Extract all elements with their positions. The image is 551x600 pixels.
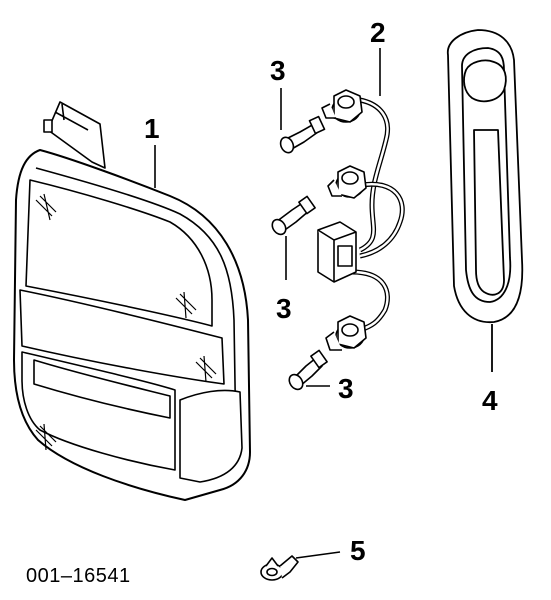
callout-3-bulb-top: 3 [270,55,286,86]
callout-labels: 1 2 3 3 3 4 5 [144,17,498,566]
callout-5-push-clip: 5 [350,535,366,566]
callout-4-lamp-gasket: 4 [482,385,498,416]
tail-lamp-assembly [13,101,251,501]
bulb-bottom [288,349,330,391]
figure-id: 001–16541 [26,565,131,587]
callout-3-bulb-middle: 3 [276,293,292,324]
bulb-top [279,88,326,154]
callout-2-socket-harness: 2 [370,17,386,48]
bulbs [271,88,330,391]
callout-3-bulb-bottom: 3 [338,373,354,404]
socket-harness [317,48,405,351]
lamp-gasket [447,29,524,372]
bulb-middle [271,195,316,280]
callout-1-lamp-assembly: 1 [144,113,160,144]
push-clip [260,551,341,581]
